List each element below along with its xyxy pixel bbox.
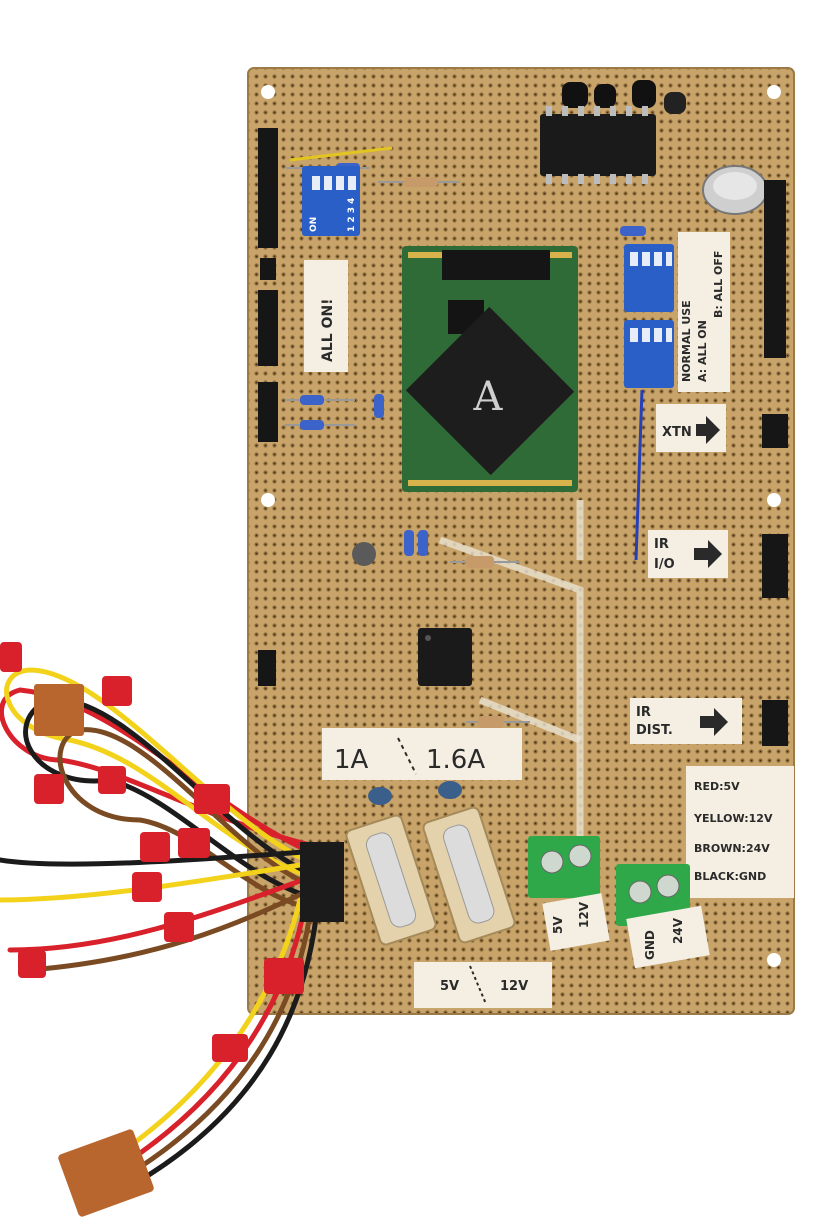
normal-use-text: NORMAL USE [680,300,693,382]
fuse-16a-text: 1.6A [426,745,485,775]
label-xtn: XTN [656,404,726,452]
dip-ic-top [540,106,656,184]
ir-dist-line1: IR [636,705,651,720]
label-normal-use: NORMAL USE A: ALL ON B: ALL OFF [678,232,730,392]
label-terminal-gnd-24v: GND 24V [626,905,710,969]
xtn-text: XTN [662,425,692,440]
label-ir-io: IR I/O [648,530,728,578]
fuse-holder-1a [345,787,437,946]
pin-header-right [762,180,788,746]
voltage-5v-text: 5V [440,979,459,994]
legend-red: RED:5V [694,780,740,793]
ir-dist-line2: DIST. [636,723,673,738]
all-on-text: ALL ON! [320,298,336,362]
dip-ic-middle [418,628,472,686]
cable-ties [0,642,304,1062]
terminal-gnd-text: GND [643,930,657,960]
a-all-on-text: A: ALL ON [696,320,709,382]
capacitor-group-top [562,80,686,114]
wire-connectors [34,684,154,1217]
terminal-5v-text: 5V [551,916,565,934]
legend-black: BLACK:GND [694,870,766,883]
blue-wire [634,389,644,561]
dip-switch-b[interactable] [624,320,674,388]
microcontroller-module: A [402,246,578,492]
terminal-block-5v-12v [528,836,600,898]
ir-io-line1: IR [654,537,669,552]
dip-switch-a[interactable] [624,244,674,312]
label-wire-legend: RED:5V YELLOW:12V BROWN:24V BLACK:GND [686,766,794,898]
dip-on-label: ON [309,217,319,232]
svg-text:A: A [473,374,504,420]
fuse-1a-text: 1A [334,745,369,775]
legend-yellow: YELLOW:12V [693,812,773,825]
dip-switch-top[interactable]: ON 1 2 3 4 [302,166,360,236]
pin-header-left [258,128,278,686]
label-all-on: ALL ON! [304,260,348,372]
terminal-block-gnd-24v [616,864,690,926]
dip-numbers-label: 1 2 3 4 [347,198,357,232]
electrolytic-capacitor [702,165,768,215]
label-fuse-ratings: 1A 1.6A [322,728,522,780]
label-fuse-voltages: 5V 12V [414,962,552,1008]
label-terminal-5v-12v: 5V 12V [542,893,610,951]
b-all-off-text: B: ALL OFF [712,251,725,318]
legend-brown: BROWN:24V [694,842,770,855]
terminal-24v-text: 24V [671,917,685,944]
label-ir-dist: IR DIST. [630,698,742,744]
fuse-holder-16a [422,781,516,944]
voltage-12v-text: 12V [500,979,528,994]
terminal-12v-text: 12V [577,901,591,928]
ir-io-line2: I/O [654,557,675,572]
